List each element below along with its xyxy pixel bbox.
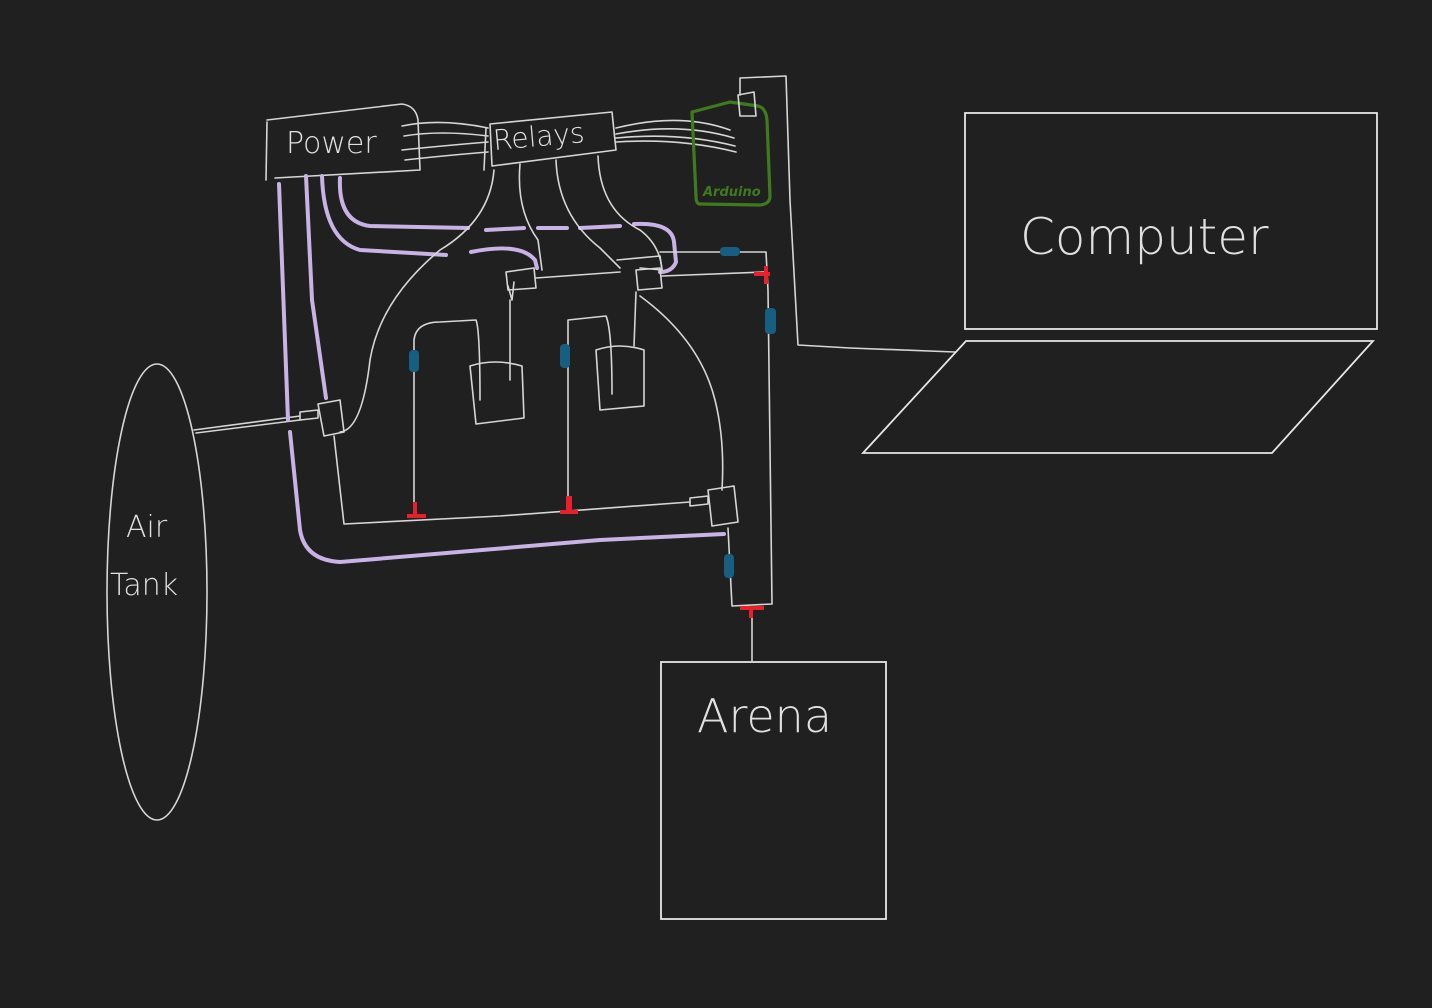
relays-box-outline <box>489 111 617 167</box>
branch-2-inlet <box>567 315 613 513</box>
wire <box>404 151 489 161</box>
relays-box-left-edge <box>483 127 487 171</box>
power-cable-main <box>288 430 726 564</box>
vial-valve-1 <box>505 267 537 291</box>
arena-valve-port <box>689 495 709 507</box>
wire <box>403 132 489 137</box>
arena-label: Arena <box>697 689 832 743</box>
power-box-outline <box>266 103 421 179</box>
relay-arduino-wires <box>615 119 737 153</box>
odor-vials <box>469 345 645 425</box>
power-box-left-edge <box>265 121 268 181</box>
computer-label: Computer <box>1020 208 1269 266</box>
air-tank-outline <box>106 363 208 821</box>
wire <box>401 141 489 151</box>
power-cable <box>337 176 470 230</box>
computer-keyboard-base <box>860 340 1376 454</box>
arena-valve <box>707 485 739 527</box>
power-label: Power <box>286 126 377 161</box>
arena-box <box>660 661 887 920</box>
arduino: Arduino <box>690 100 772 207</box>
air-tank: Air Tank <box>106 363 208 821</box>
signal-wire <box>518 163 543 271</box>
t-connector <box>740 606 764 618</box>
air-tank-label-tank: Tank <box>110 568 178 603</box>
power-cable <box>320 174 448 257</box>
power-cable <box>277 182 290 422</box>
flow-restrictor <box>724 554 734 578</box>
main-valve-port <box>299 409 319 421</box>
to-arena-tube <box>659 251 773 607</box>
flow-restrictors <box>409 247 776 578</box>
power-cable <box>484 226 526 232</box>
arduino-label: Arduino <box>702 185 761 200</box>
arena: Arena <box>660 661 887 920</box>
vial-out-tube <box>661 271 765 277</box>
flow-restrictor <box>720 247 740 256</box>
wire <box>615 135 736 147</box>
branch-2-outlet <box>633 291 637 347</box>
wire <box>401 121 489 129</box>
tank-outlet-tube-2 <box>195 419 301 434</box>
branch-1-inlet <box>413 319 481 517</box>
vial-valve-2 <box>635 267 663 291</box>
signal-wire <box>639 295 724 491</box>
vial-combine-tube <box>535 271 621 279</box>
t-connector <box>407 502 426 518</box>
usb-cable <box>739 75 956 353</box>
tank-outlet-tube <box>193 415 301 431</box>
odor-vial-1 <box>469 361 525 425</box>
power-cable <box>469 246 539 270</box>
power-relay-wires <box>401 121 489 161</box>
flow-restrictor <box>409 350 419 372</box>
air-tank-label-air: Air <box>126 510 168 545</box>
power-supply: Power <box>265 103 421 181</box>
computer: Computer <box>860 112 1378 454</box>
relay-signal-wires <box>339 155 724 491</box>
arduino-outline <box>690 100 772 207</box>
vial-valve-1-stem <box>507 281 515 301</box>
solenoid-valves <box>299 255 739 527</box>
t-connector <box>560 496 578 514</box>
computer-screen <box>964 112 1378 330</box>
manifold-tube <box>333 435 691 525</box>
relays: Relays <box>483 111 617 171</box>
signal-wire <box>597 155 663 271</box>
wire <box>615 140 737 153</box>
power-cable <box>578 224 622 230</box>
t-connectors <box>407 266 770 618</box>
signal-wire <box>339 169 495 433</box>
air-tubing <box>333 251 773 663</box>
flow-restrictor <box>765 308 776 334</box>
power-cable <box>304 174 328 400</box>
wire <box>615 119 731 131</box>
wire <box>615 128 735 139</box>
power-cables <box>277 174 726 564</box>
relays-label: Relays <box>492 116 586 157</box>
t-connector <box>754 266 770 284</box>
usb-connector <box>737 91 757 117</box>
flow-restrictor <box>560 344 570 368</box>
main-valve <box>317 399 345 437</box>
odor-vial-2 <box>595 345 645 411</box>
signal-wire <box>555 159 621 269</box>
